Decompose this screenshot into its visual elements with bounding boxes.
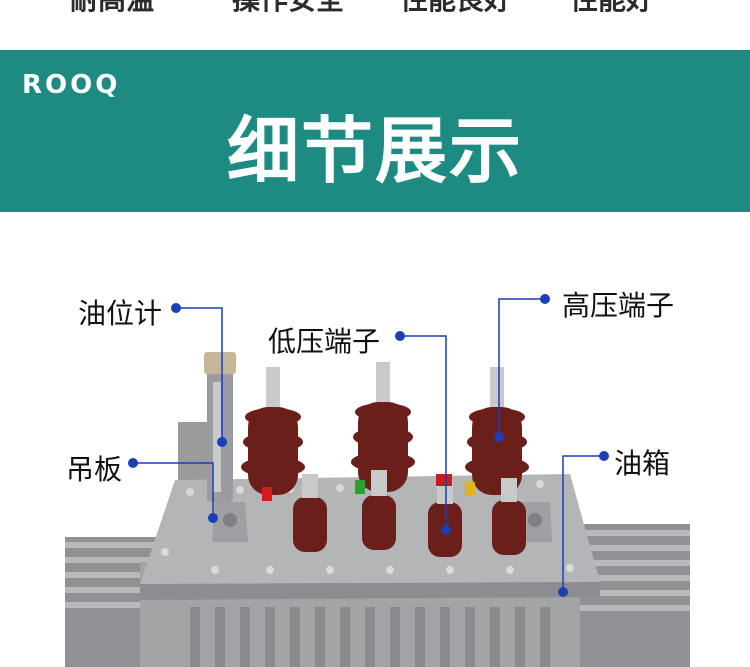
brand-logo: ROOQ (22, 70, 121, 100)
oil-gauge (204, 352, 236, 502)
lid-edge (140, 582, 600, 600)
top-feature-strip: 耐高温 操作安全 性能良好 性能好 (0, 0, 750, 50)
feature-text-1: 耐高温 (70, 0, 154, 18)
feature-text-4: 性能好 (570, 0, 654, 18)
callout-high-terminal: 高压端子 (562, 289, 675, 322)
product-photo: 油位计 低压端子 高压端子 吊板 油箱 (0, 212, 750, 667)
low-voltage-bushings (293, 495, 526, 557)
callout-low-terminal: 低压端子 (268, 325, 381, 358)
callout-oil-tank: 油箱 (614, 447, 671, 480)
section-title: 细节展示 (226, 109, 523, 193)
right-radiator (580, 524, 690, 667)
callout-lines (133, 298, 604, 592)
high-voltage-bushings (241, 402, 529, 495)
bushing-studs (266, 362, 504, 407)
callout-dots (128, 294, 609, 597)
feature-text-2: 操作安全 (232, 0, 344, 18)
tank-fins (190, 607, 550, 667)
callout-lifting-plate: 吊板 (66, 453, 123, 486)
callout-oil-gauge: 油位计 (78, 297, 163, 330)
transformer-illustration (65, 294, 690, 667)
feature-text-3: 性能良好 (400, 0, 512, 18)
section-banner: ROOQ 细节展示 (0, 50, 750, 212)
